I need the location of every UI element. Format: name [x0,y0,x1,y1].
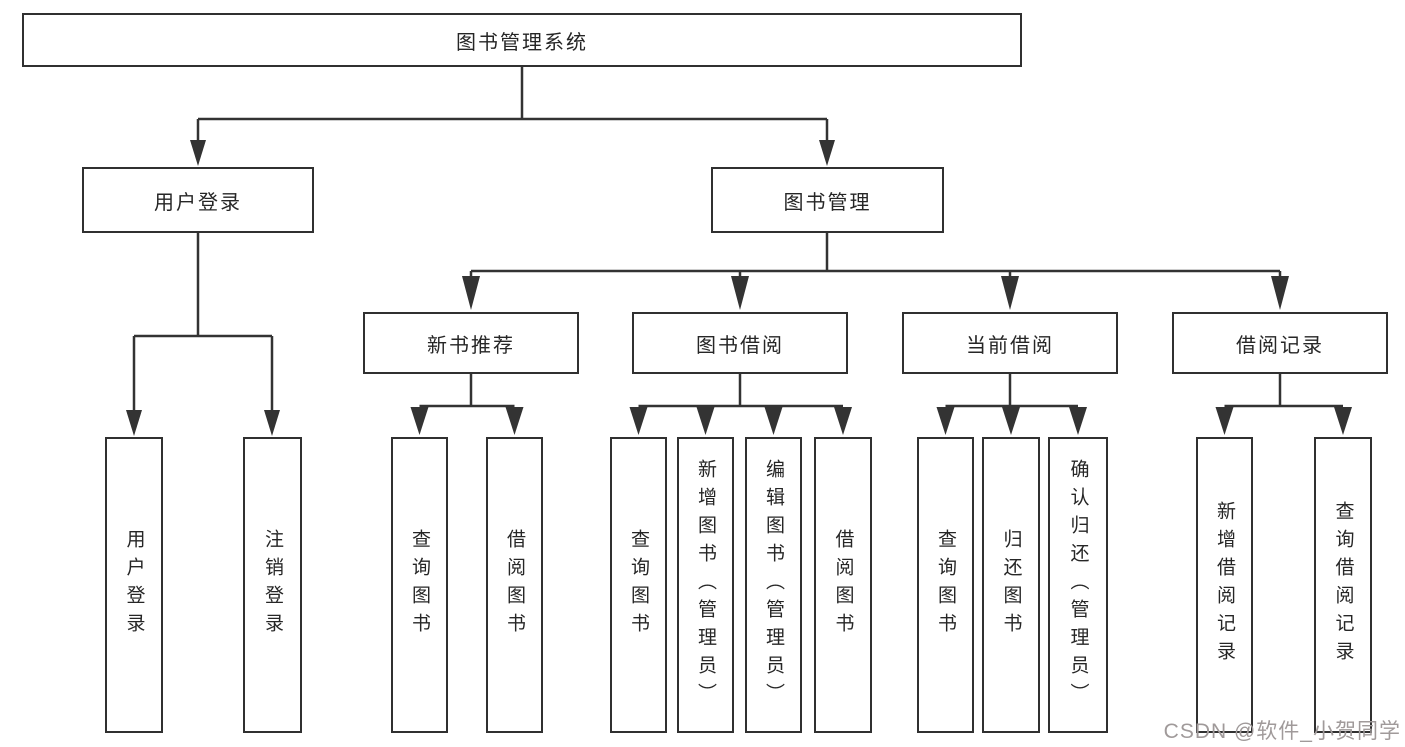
leaf-borrow-add-books-admin: 新增图书（管理员） [677,437,734,733]
node-book-management-label: 图书管理 [783,191,872,214]
arrowheads [126,140,1352,436]
leaf-newbook-borrow-books: 借阅图书 [486,437,543,733]
arrowhead [505,407,524,435]
node-book-management: 图书管理 [711,167,944,233]
arrowhead [264,410,280,436]
arrowhead [731,276,749,310]
leaf-user-login-label: 用户登录 [123,529,145,641]
node-book-borrow: 图书借阅 [632,312,848,374]
leaf-current-query-books-label: 查询图书 [935,529,956,641]
node-current-borrow-label: 当前借阅 [966,334,1054,357]
leaf-current-confirm-return-admin-label: 确认归还（管理员） [1067,459,1089,711]
watermark: CSDN @软件_小贺同学 [1163,720,1401,743]
arrowhead [1069,407,1087,435]
arrowhead [1002,407,1020,435]
arrowhead [819,140,835,166]
arrowhead [696,407,715,435]
leaf-logout: 注销登录 [243,437,302,733]
connector-userlogin-to-leaves [132,233,274,411]
arrowhead [764,407,783,435]
connector-root-to-level2 [196,67,829,141]
node-root-label: 图书管理系统 [456,31,588,54]
node-new-book-recommend: 新书推荐 [363,312,579,374]
connector-borrowrecord-to-leaves [1224,374,1343,408]
connector-bookborrow-to-leaves [638,374,843,408]
leaf-record-query-borrow-record: 查询借阅记录 [1314,437,1372,733]
arrowhead [936,407,955,435]
node-user-login-label: 用户登录 [154,191,242,214]
leaf-logout-label: 注销登录 [262,529,283,641]
leaf-current-return-books: 归还图书 [982,437,1040,733]
node-borrow-record: 借阅记录 [1172,312,1388,374]
leaf-current-query-books: 查询图书 [917,437,974,733]
connector-newbookrec-to-leaves [419,374,515,408]
leaf-user-login: 用户登录 [105,437,163,733]
arrowhead [629,407,648,435]
leaf-borrow-edit-books-admin-label: 编辑图书（管理员） [763,459,784,711]
arrowhead [1215,407,1234,435]
node-root: 图书管理系统 [22,13,1022,67]
node-user-login: 用户登录 [82,167,314,233]
node-borrow-record-label: 借阅记录 [1236,334,1324,357]
leaf-current-confirm-return-admin: 确认归还（管理员） [1048,437,1108,733]
arrowhead [834,407,852,435]
arrowhead [1334,407,1352,435]
arrowhead [462,276,480,310]
leaf-record-add-borrow-record: 新增借阅记录 [1196,437,1253,733]
leaf-newbook-query-books: 查询图书 [391,437,448,733]
arrowhead [410,407,429,435]
arrowhead [1271,276,1289,310]
leaf-borrow-borrow-books-label: 借阅图书 [832,529,854,641]
arrowhead [1001,276,1019,310]
leaf-borrow-query-books-label: 查询图书 [628,529,649,641]
node-new-book-recommend-label: 新书推荐 [427,334,515,357]
arrowhead [126,410,142,436]
node-book-borrow-label: 图书借阅 [696,334,784,357]
leaf-borrow-borrow-books: 借阅图书 [814,437,872,733]
arrowhead [190,140,206,166]
connector-bookmgmt-to-level3 [469,233,1282,278]
leaf-newbook-borrow-books-label: 借阅图书 [504,529,525,641]
leaf-current-return-books-label: 归还图书 [1000,529,1022,641]
leaf-record-add-borrow-record-label: 新增借阅记录 [1214,501,1235,669]
connector-currentborrow-to-leaves [945,374,1078,408]
node-current-borrow: 当前借阅 [902,312,1118,374]
leaf-record-query-borrow-record-label: 查询借阅记录 [1332,501,1354,669]
leaf-borrow-add-books-admin-label: 新增图书（管理员） [695,459,716,711]
leaf-borrow-edit-books-admin: 编辑图书（管理员） [745,437,802,733]
leaf-newbook-query-books-label: 查询图书 [409,529,430,641]
leaf-borrow-query-books: 查询图书 [610,437,667,733]
